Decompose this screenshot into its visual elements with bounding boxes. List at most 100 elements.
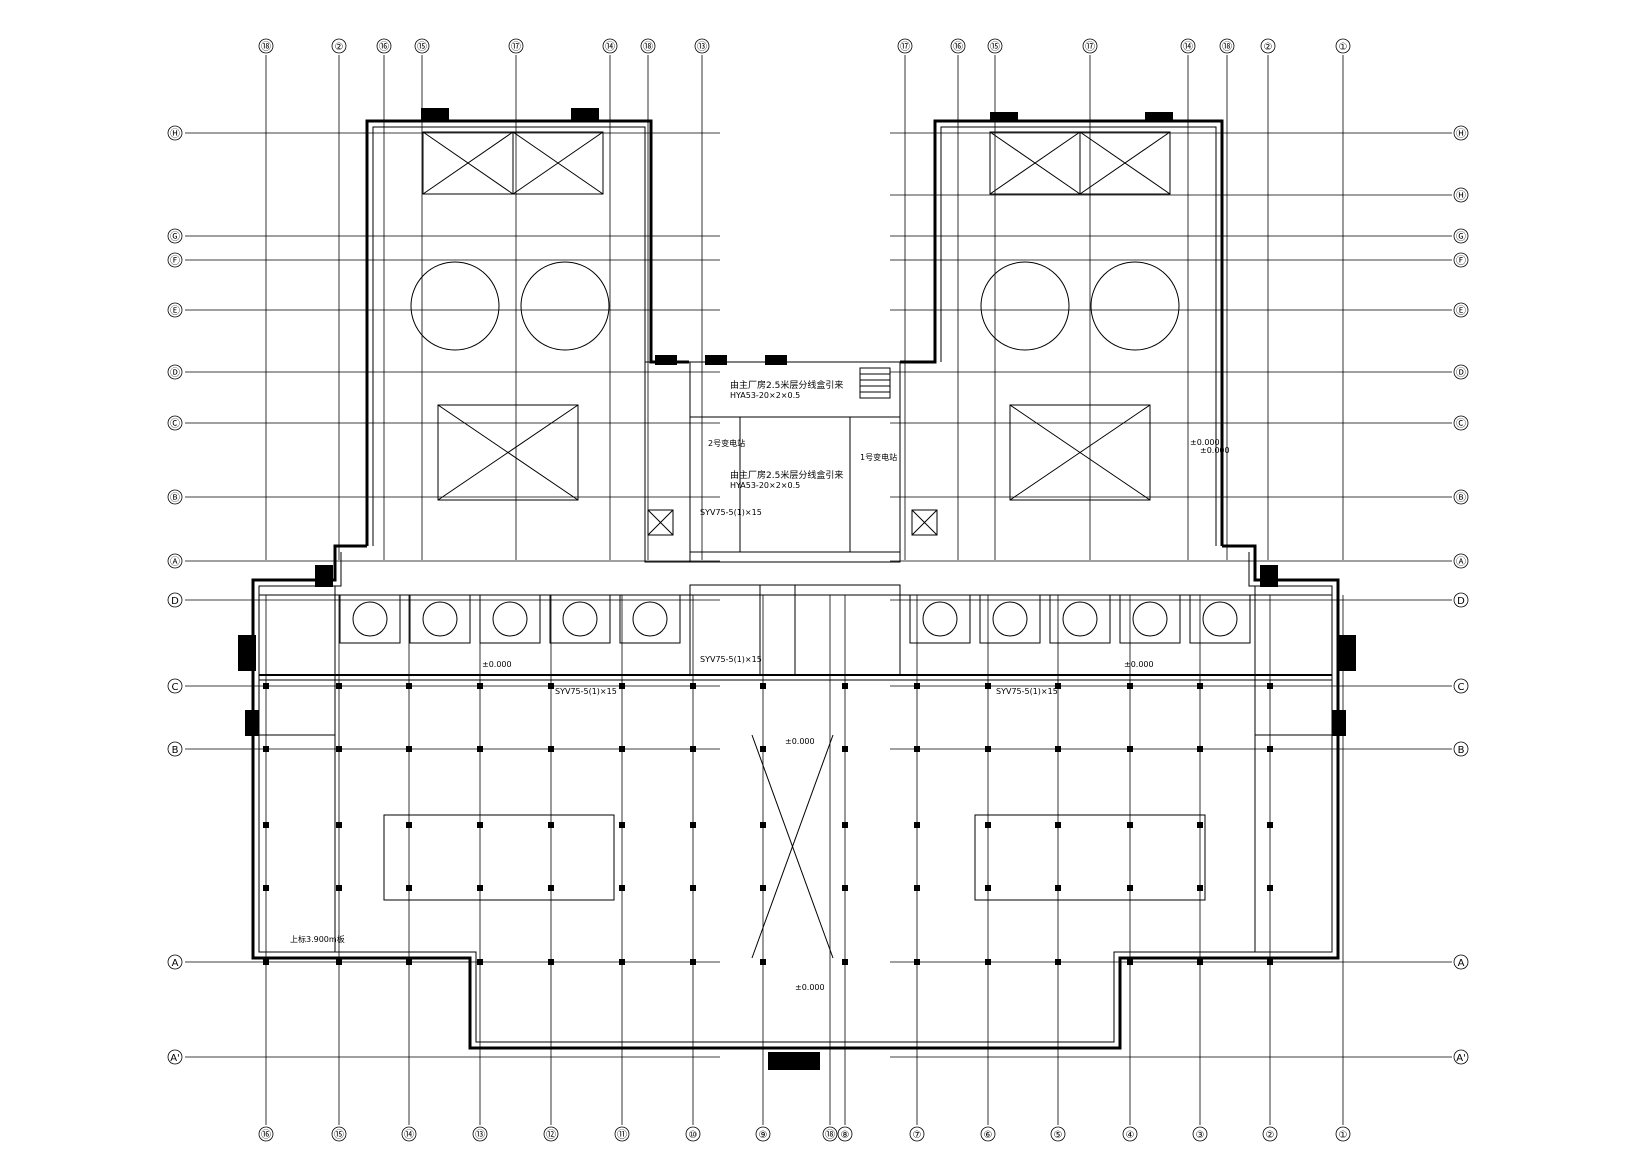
fan-cell-row-left	[339, 594, 681, 644]
axis-bubble-left: Ⓗ	[167, 125, 183, 141]
axis-bubble-right-label: Ⓖ	[1456, 231, 1466, 243]
axis-bubble-right-label: C	[1458, 682, 1465, 693]
note-label: 由主厂房2.5米层分线盒引来	[730, 379, 843, 391]
axis-bubble-right-label: Ⓗ	[1456, 128, 1466, 140]
axis-bubble-bottom-label: ⑬	[475, 1129, 485, 1141]
column-marker	[548, 746, 554, 752]
axis-bubble-top: ①	[1335, 38, 1351, 54]
axis-bubble-top-label: ⑭	[605, 41, 615, 53]
elevation-label: ±0.000	[785, 737, 815, 746]
axis-bubble-top-label: ⑯	[379, 41, 389, 53]
column-marker	[690, 683, 696, 689]
axis-bubble-right-label: A	[1458, 958, 1465, 969]
column-marker	[985, 746, 991, 752]
column-marker	[914, 683, 920, 689]
column-marker	[336, 885, 342, 891]
axis-bubble-bottom-label: ⑧	[841, 1130, 850, 1141]
right-wing-wall-inner	[940, 126, 1217, 546]
axis-bubble-right-label: D	[1457, 596, 1465, 607]
axis-bubble-right: Ⓓ	[1453, 364, 1469, 380]
column-marker	[1197, 746, 1203, 752]
column-marker	[336, 959, 342, 965]
axis-bubble-bottom-label: ③	[1196, 1130, 1205, 1141]
right-wing-wall	[900, 119, 1224, 546]
axis-bubble-bottom: ⑯	[258, 1126, 274, 1142]
axis-bubble-top: ⑮	[987, 38, 1003, 54]
axis-bubble-top-label: ②	[1264, 42, 1273, 53]
axis-bubble-top-label: ⑱	[643, 41, 653, 53]
column-marker	[336, 683, 342, 689]
column-marker	[336, 822, 342, 828]
column-marker	[985, 683, 991, 689]
column-marker	[1055, 822, 1061, 828]
axis-bubble-right: Ⓗ	[1453, 187, 1469, 203]
axis-bubble-left: Ⓖ	[167, 228, 183, 244]
axis-bubble-top-label: ⑱	[261, 41, 271, 53]
axis-bubble-left: Ⓒ	[167, 415, 183, 431]
axis-bubble-bottom: ③	[1192, 1126, 1208, 1142]
axis-bubble-right: D	[1453, 592, 1469, 608]
column-marker	[619, 822, 625, 828]
axis-bubble-bottom-label: ⑱	[825, 1129, 835, 1141]
elevation-label: ±0.000	[482, 660, 512, 669]
axis-bubble-left-label: D	[171, 596, 179, 607]
axis-bubble-top-label: ⑬	[697, 41, 707, 53]
axis-bubble-left-label: Ⓑ	[170, 492, 180, 504]
axis-bubble-top: ⑭	[1180, 38, 1196, 54]
left-wing-wall-inner	[372, 126, 646, 546]
axis-bubble-bottom-label: ⑪	[617, 1129, 627, 1141]
column-marker	[1127, 683, 1133, 689]
cable-spec-label: SYV75-5(1)×15	[700, 508, 762, 517]
column-marker	[690, 746, 696, 752]
column-marker	[1267, 959, 1273, 965]
column-marker	[842, 746, 848, 752]
axis-bubble-top: ⑬	[694, 38, 710, 54]
column-marker	[985, 959, 991, 965]
axis-bubble-right: Ⓔ	[1453, 302, 1469, 318]
axis-bubble-bottom: ⑦	[909, 1126, 925, 1142]
axis-bubble-bottom: ⑭	[401, 1126, 417, 1142]
column-marker	[477, 746, 483, 752]
axis-bubble-bottom-label: ⑯	[261, 1129, 271, 1141]
axis-bubble-bottom-label: ①	[1339, 1130, 1348, 1141]
elevation-label: ±0.000	[1200, 446, 1230, 455]
axis-bubble-right: A	[1453, 954, 1469, 970]
column-marker	[548, 683, 554, 689]
axis-bubble-left: Ⓔ	[167, 302, 183, 318]
column-marker	[985, 822, 991, 828]
column-marker	[263, 746, 269, 752]
axis-bubble-top: ⑮	[414, 38, 430, 54]
axis-bubble-bottom: ⑥	[980, 1126, 996, 1142]
axis-bubble-top: ⑰	[897, 38, 913, 54]
elevation-label: ±0.000	[1124, 660, 1154, 669]
column-marker	[406, 822, 412, 828]
column-marker	[1197, 885, 1203, 891]
column-marker	[914, 959, 920, 965]
axis-bubble-bottom: ⑩	[685, 1126, 701, 1142]
column-marker	[1055, 683, 1061, 689]
column-marker	[406, 746, 412, 752]
axis-bubble-top: ⑯	[950, 38, 966, 54]
axis-bubble-bottom: ⑨	[755, 1126, 771, 1142]
axis-bubble-right: Ⓒ	[1453, 415, 1469, 431]
axis-bubble-bottom: ⑧	[837, 1126, 853, 1142]
column-marker	[760, 683, 766, 689]
column-marker	[690, 822, 696, 828]
axis-bubble-left-label: B	[172, 745, 179, 756]
axis-bubble-left: A'	[167, 1049, 183, 1065]
note-label: 1号变电站	[860, 452, 897, 462]
axis-bubble-left-label: A'	[170, 1053, 180, 1064]
column-marker	[914, 885, 920, 891]
axis-bubble-top: ⑯	[376, 38, 392, 54]
column-marker	[477, 822, 483, 828]
main-block-wall-inner	[258, 552, 1333, 1043]
axis-bubble-left-label: Ⓖ	[170, 231, 180, 243]
axis-bubble-left: Ⓓ	[167, 364, 183, 380]
axis-bubble-left: C	[167, 678, 183, 694]
column-marker	[477, 959, 483, 965]
axis-bubble-top-label: ⑮	[990, 41, 1000, 53]
axis-bubble-top: ②	[331, 38, 347, 54]
machine-frame-left	[383, 814, 615, 901]
axis-bubble-top-label: ②	[335, 42, 344, 53]
axis-bubble-left-label: Ⓕ	[170, 255, 180, 267]
